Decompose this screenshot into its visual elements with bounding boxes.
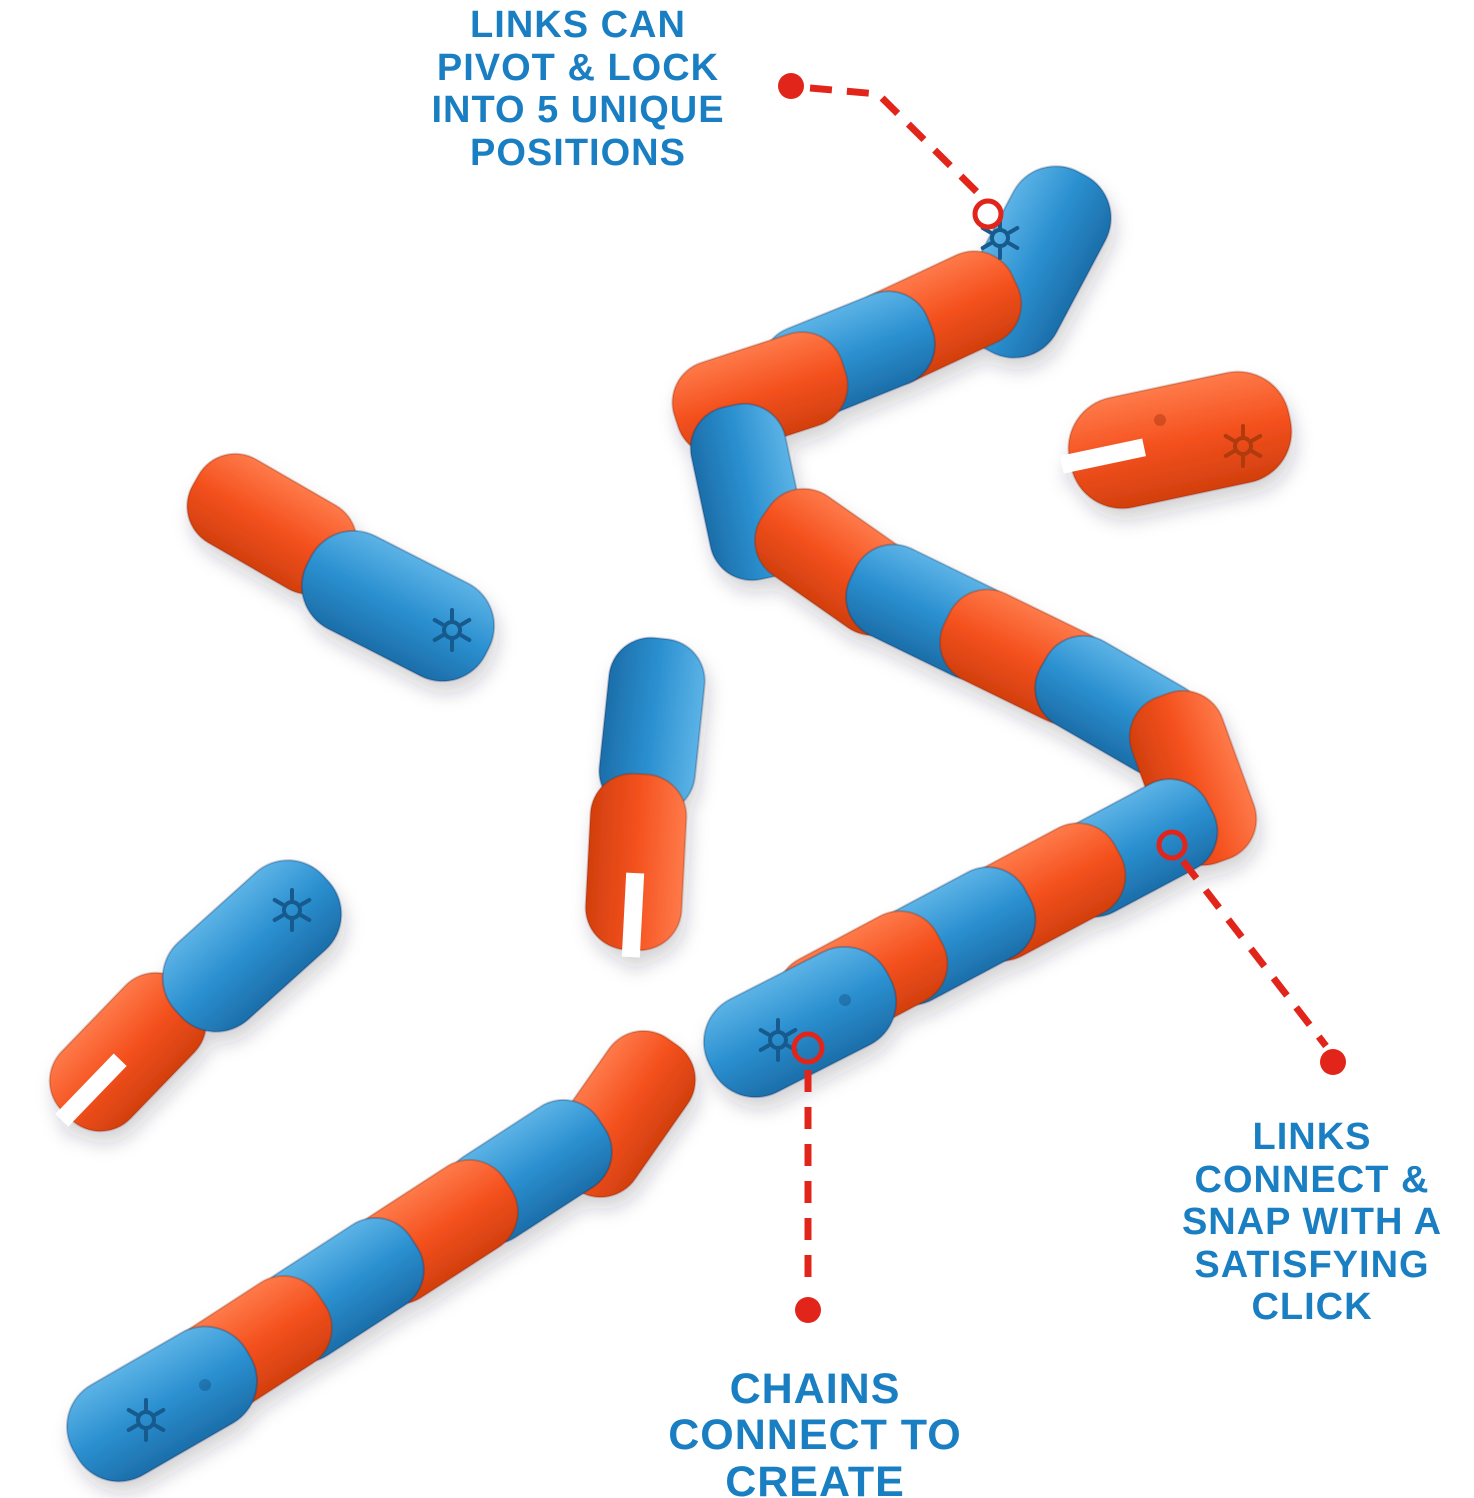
callout-line: SATISFYING bbox=[1194, 1243, 1430, 1286]
callout-line: INTO 5 UNIQUE bbox=[431, 89, 725, 132]
fork-slot bbox=[55, 1053, 127, 1127]
callout-line: CONNECT TO CREATE bbox=[668, 1411, 962, 1498]
pin-hole-icon bbox=[839, 994, 851, 1006]
pin-hole-icon bbox=[199, 1379, 211, 1391]
callout-line: LINKS bbox=[1252, 1116, 1372, 1158]
callout-line: CHAINS bbox=[729, 1365, 901, 1413]
callout-line: SNAP WITH A bbox=[1181, 1201, 1443, 1244]
callout-pivot-lock: LINKS CAN PIVOT & LOCK INTO 5 UNIQUE POS… bbox=[388, 4, 768, 174]
fork-slot bbox=[1060, 438, 1146, 474]
leader-dashed-line bbox=[1180, 858, 1329, 1049]
leader-ring-icon bbox=[1156, 829, 1188, 861]
leader-dashed-line bbox=[809, 84, 988, 203]
chain-link-orange bbox=[1057, 360, 1303, 520]
leader-ring-icon bbox=[791, 1031, 825, 1065]
toy-piece-two-link-lower-left bbox=[31, 839, 363, 1150]
callout-line: POSITIONS bbox=[470, 131, 686, 174]
callout-line: LINKS CAN bbox=[470, 4, 686, 46]
leader-dot-icon bbox=[778, 73, 804, 99]
toy-chain-bottom-left bbox=[48, 1013, 713, 1498]
annotations bbox=[778, 73, 1346, 1323]
callout-line: CLICK bbox=[1251, 1286, 1373, 1329]
toy-piece-two-link-upper-left bbox=[170, 437, 512, 699]
fork-slot bbox=[621, 872, 645, 958]
toy-chain-main bbox=[660, 148, 1270, 1115]
callout-snap-click: LINKS CONNECT & SNAP WITH A SATISFYING C… bbox=[1150, 1116, 1474, 1329]
pin-hole-icon bbox=[1154, 414, 1166, 426]
callout-long-chain: CHAINS CONNECT TO CREATE ONE LONG CHAIN bbox=[580, 1366, 1050, 1498]
toy-link-single-orange bbox=[1057, 360, 1303, 520]
callout-line: PIVOT & LOCK bbox=[436, 46, 720, 89]
toy-piece-vertical-center bbox=[582, 632, 710, 958]
leader-ring-icon bbox=[972, 198, 1004, 230]
callout-line: CONNECT & bbox=[1194, 1158, 1430, 1201]
leader-dot-icon bbox=[1320, 1049, 1346, 1075]
leader-dot-icon bbox=[795, 1297, 821, 1323]
